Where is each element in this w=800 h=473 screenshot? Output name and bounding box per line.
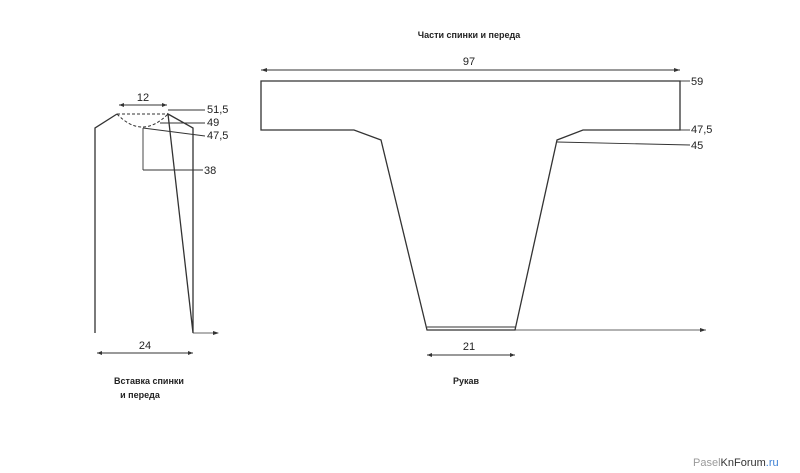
insert-outline — [94, 112, 194, 334]
svg-text:PaselKnForum.ru: PaselKnForum.ru — [693, 457, 779, 469]
body-title: Части спинки и переда — [418, 30, 521, 40]
insert-label-38: 38 — [204, 165, 216, 177]
watermark-part2: KnForum — [721, 457, 766, 469]
insert-bottom-width: 24 — [139, 340, 151, 352]
watermark-part3: .ru — [766, 457, 779, 469]
body-label-47-5: 47,5 — [691, 124, 712, 136]
insert-top-width: 12 — [137, 92, 149, 104]
body-piece: Части спинки и переда 97 59 47,5 45 21 Р… — [260, 30, 712, 386]
sleeve-bottom-width: 21 — [463, 341, 475, 353]
insert-label-51-5: 51,5 — [207, 104, 228, 116]
watermark: PaselKnForum.ru — [693, 457, 779, 469]
sleeve-caption: Рукав — [453, 376, 480, 386]
body-total-width: 97 — [463, 56, 475, 68]
insert-piece: 12 51,5 49 47,5 38 24 Вставка спинки и п… — [94, 92, 228, 400]
body-label-59: 59 — [691, 76, 703, 88]
body-outline — [260, 80, 681, 331]
insert-label-49: 49 — [207, 117, 219, 129]
insert-neckline — [116, 113, 169, 128]
body-label-45: 45 — [691, 140, 703, 152]
insert-caption-line1: Вставка спинки — [114, 376, 184, 386]
insert-caption-line2: и переда — [120, 390, 161, 400]
insert-label-47-5: 47,5 — [207, 130, 228, 142]
watermark-part1: Pasel — [693, 457, 721, 469]
